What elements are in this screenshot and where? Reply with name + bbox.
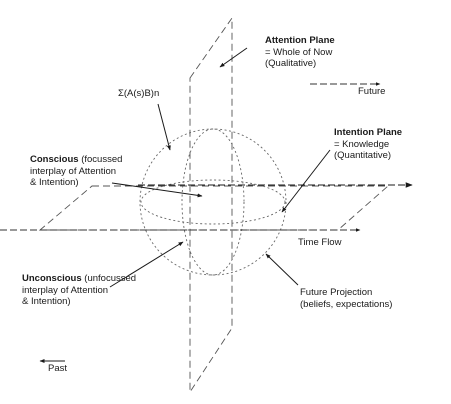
conscious-title: Conscious [30, 154, 79, 165]
attention-plane-line3: (Qualitative) [265, 58, 317, 69]
unconscious-pointer [109, 241, 184, 288]
attention-plane-label: Attention Plane = Whole of Now (Qualitat… [265, 35, 335, 70]
intention-plane-line3: (Quantitative) [334, 150, 392, 161]
intention-plane-title: Intention Plane [334, 127, 403, 138]
future-projection-line2: (beliefs, expectations) [300, 298, 393, 310]
conscious-rest: (focussed [78, 154, 123, 165]
intention-plane-pointer [281, 149, 331, 213]
conscious-line2: interplay of Attention [30, 165, 117, 177]
unconscious-title: Unconscious [22, 273, 82, 284]
attention-plane-title: Attention Plane [265, 35, 335, 46]
intention-plane-line2: = Knowledge [334, 138, 390, 150]
future-projection-pointer [265, 253, 299, 286]
time-flow-label: Time Flow [298, 237, 342, 248]
conscious-line3: & Intention) [30, 177, 79, 188]
attention-plane-pointer [219, 47, 248, 68]
unconscious-line3: & Intention) [22, 296, 71, 307]
unconscious-label: Unconscious (unfocussed interplay of Att… [22, 273, 136, 308]
consciousness-sphere [139, 128, 287, 276]
intention-plane-label: Intention Plane = Knowledge (Quantitativ… [334, 127, 402, 162]
conscious-label: Conscious (focussed interplay of Attenti… [30, 154, 122, 189]
conscious-pointer [111, 182, 203, 198]
sum-formula-pointer [157, 103, 171, 151]
future-label: Future [358, 86, 386, 97]
past-label: Past [48, 363, 68, 374]
attention-plane [189, 16, 233, 394]
unconscious-line2: interplay of Attention [22, 284, 109, 296]
future-projection-label: Future Projection (beliefs, expectations… [300, 287, 392, 310]
attention-plane-line2: = Whole of Now [265, 46, 333, 58]
intention-plane [38, 185, 390, 231]
sum-formula-label: Σ(A(s)B)n [118, 88, 160, 99]
unconscious-rest: (unfocussed [81, 273, 137, 284]
future-projection-line1: Future Projection [300, 287, 373, 298]
